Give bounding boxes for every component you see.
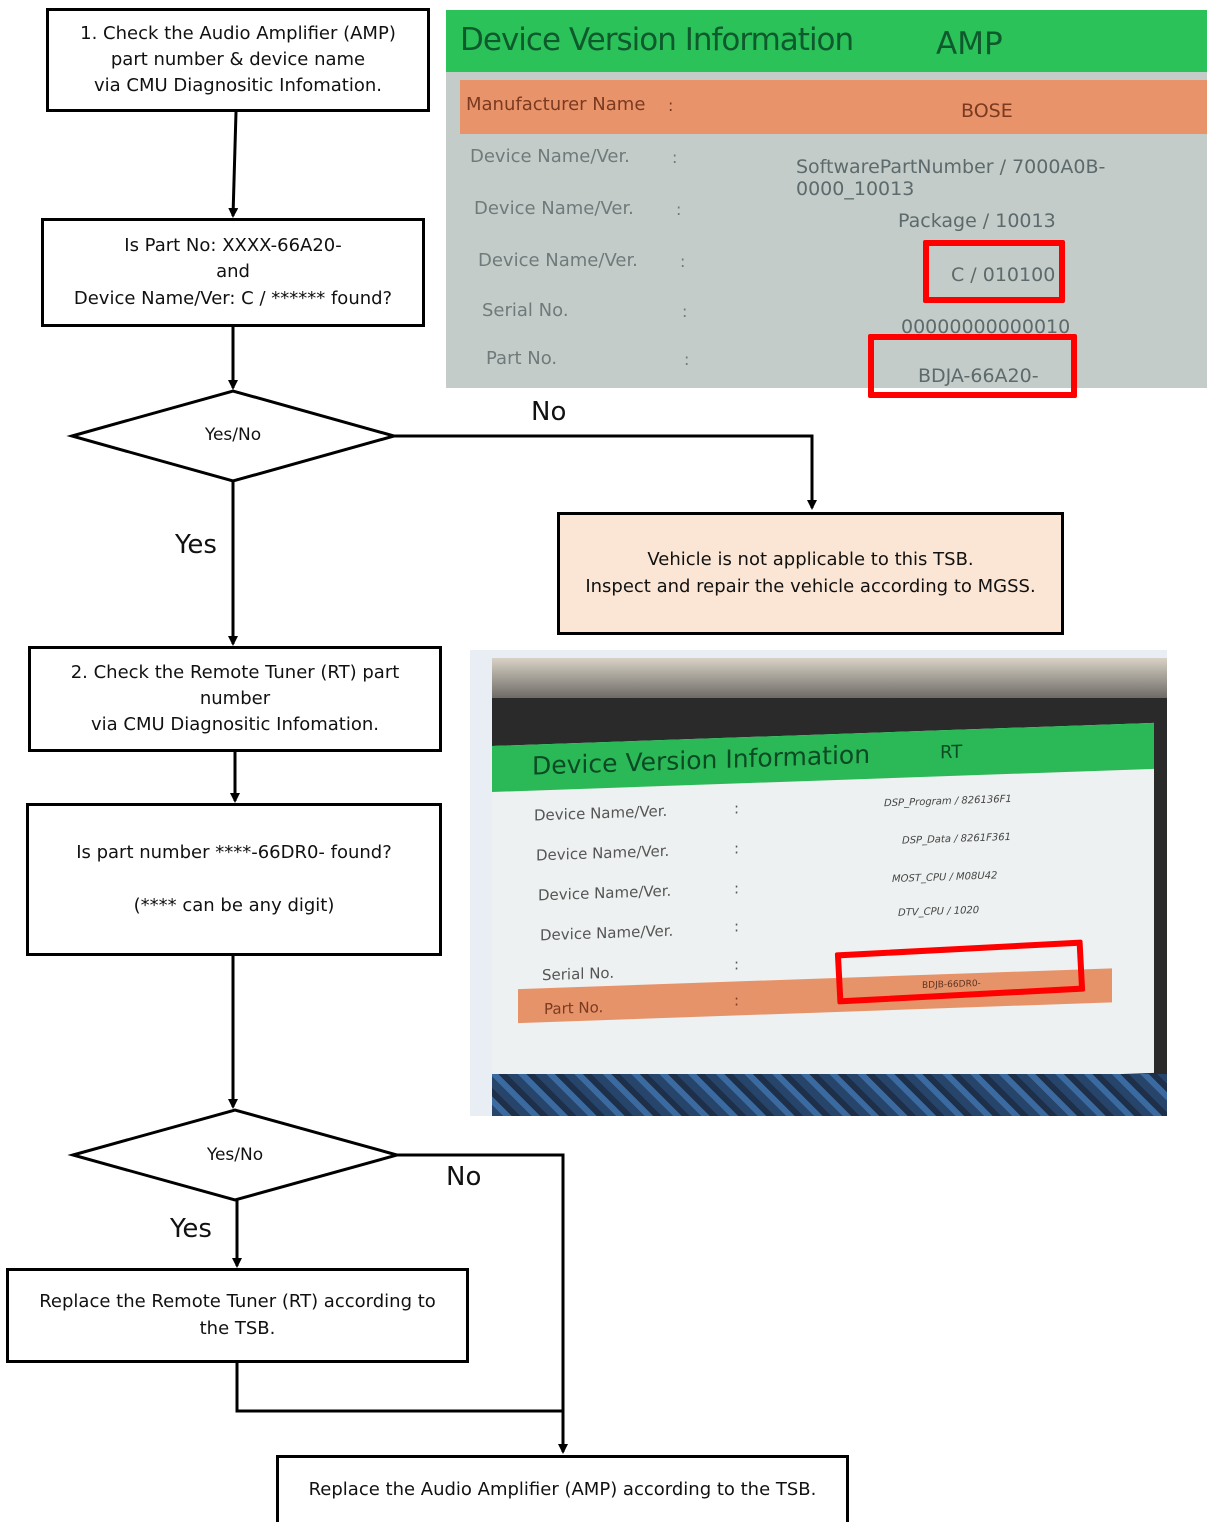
- amp-row-colon-2: :: [672, 148, 678, 167]
- amp-row-label-4: Device Name/Ver.: [478, 250, 638, 271]
- question1-box: Is Part No: XXXX-66A20- and Device Name/…: [41, 218, 425, 327]
- amp-row-value-4: C / 010100: [951, 264, 1056, 286]
- rt-display-top-glare: [492, 658, 1167, 698]
- rt-row-colon-3: :: [734, 879, 740, 898]
- amp-row-label-2: Device Name/Ver.: [470, 146, 630, 167]
- rt-row-colon-5: :: [734, 955, 740, 974]
- amp-row-label-1: Manufacturer Name: [466, 94, 646, 115]
- amp-row-label-3: Device Name/Ver.: [474, 198, 634, 219]
- rt-row-colon-1: :: [734, 799, 740, 818]
- question2-line-1: Is part number ****-66DR0- found?: [76, 842, 392, 864]
- decision2-yes-label: Yes: [170, 1214, 212, 1244]
- question1-line-3: Device Name/Ver: C / ****** found?: [73, 287, 393, 309]
- decision1-no-label: No: [531, 397, 567, 427]
- rt-row-label-5: Serial No.: [542, 963, 615, 985]
- step2-line-2: number: [199, 687, 271, 709]
- decision1-yes-label: Yes: [175, 530, 217, 560]
- rt-row-colon-4: :: [734, 917, 740, 936]
- rt-row-value-2: DSP_Data / 8261F361: [902, 831, 1011, 847]
- amp-row-colon-5: :: [682, 302, 688, 321]
- rt-row-label-2: Device Name/Ver.: [536, 841, 670, 865]
- amp-screen-module: AMP: [936, 26, 1003, 62]
- question1-line-2: and: [216, 261, 250, 283]
- replace-amp-box: Replace the Audio Amplifier (AMP) accord…: [276, 1455, 849, 1522]
- amp-screen-title: Device Version Information: [460, 22, 854, 58]
- rt-screen-title: Device Version Information: [532, 739, 871, 781]
- replace-amp-text: Replace the Audio Amplifier (AMP) accord…: [308, 1478, 817, 1500]
- rt-row-colon-2: :: [734, 839, 740, 858]
- not-applicable-line-1: Vehicle is not applicable to this TSB.: [647, 549, 974, 571]
- rt-row-value-4: DTV_CPU / 1020: [898, 904, 980, 919]
- not-applicable-line-2: Inspect and repair the vehicle according…: [585, 575, 1036, 597]
- rt-row-label-6: Part No.: [544, 998, 604, 1019]
- question2-box: Is part number ****-66DR0- found? (**** …: [26, 803, 442, 956]
- highlight-device-version: [923, 240, 1065, 303]
- step2-line-1: 2. Check the Remote Tuner (RT) part: [70, 661, 400, 683]
- rt-device-info-photo: Device Version Information RT Device Nam…: [470, 650, 1167, 1116]
- amp-row-colon-3: :: [676, 200, 682, 219]
- step1-line-3: via CMU Diagnositic Infomation.: [93, 75, 383, 97]
- not-applicable-box: Vehicle is not applicable to this TSB. I…: [557, 512, 1064, 635]
- step1-line-1: 1. Check the Audio Amplifier (AMP): [80, 22, 396, 44]
- rt-row-label-3: Device Name/Ver.: [538, 881, 672, 905]
- amp-row-colon-6: :: [684, 350, 690, 369]
- amp-row-label-5: Serial No.: [482, 300, 569, 321]
- arrow-step1-to-question1: [228, 111, 239, 218]
- rt-packaging-foam: [492, 1074, 1167, 1116]
- rt-row-label-1: Device Name/Ver.: [534, 801, 668, 825]
- rt-row-value-3: MOST_CPU / M08U42: [892, 870, 998, 886]
- question2-line-2: (**** can be any digit): [133, 894, 335, 916]
- decision2-no-label: No: [446, 1162, 482, 1192]
- amp-manufacturer-row: [460, 80, 1207, 134]
- amp-row-value-3: Package / 10013: [898, 210, 1056, 232]
- highlight-amp-part-no: [868, 334, 1077, 398]
- step1-check-amp-box: 1. Check the Audio Amplifier (AMP) part …: [46, 8, 430, 112]
- step1-line-2: part number & device name: [110, 48, 366, 70]
- amp-row-value-5: 00000000000010: [901, 316, 1071, 338]
- rt-screen-panel: Device Version Information RT Device Nam…: [492, 722, 1154, 1096]
- amp-row-value-1: BOSE: [961, 100, 1013, 122]
- replace-rt-box: Replace the Remote Tuner (RT) according …: [6, 1268, 469, 1363]
- arrow-decision2-no: [397, 1153, 568, 1454]
- arrow-replace-rt-to-final: [235, 1362, 563, 1413]
- rt-row-colon-6: :: [734, 991, 740, 1010]
- decision1-label: Yes/No: [204, 425, 262, 445]
- rt-screen-module: RT: [940, 741, 963, 764]
- amp-row-label-6: Part No.: [486, 348, 558, 369]
- step2-line-3: via CMU Diagnositic Infomation.: [90, 714, 380, 736]
- arrow-decision1-no: [394, 434, 817, 510]
- rt-row-label-4: Device Name/Ver.: [540, 921, 674, 945]
- step2-check-rt-box: 2. Check the Remote Tuner (RT) part numb…: [28, 646, 442, 752]
- rt-row-value-1: DSP_Program / 826136F1: [884, 793, 1012, 810]
- amp-row-colon-4: :: [680, 252, 686, 271]
- question1-line-1: Is Part No: XXXX-66A20-: [124, 235, 342, 257]
- replace-rt-line-1: Replace the Remote Tuner (RT) according …: [39, 1291, 436, 1313]
- amp-row-value-2: SoftwarePartNumber / 7000A0B-0000_10013: [796, 156, 1106, 200]
- amp-screen-header: Device Version Information AMP: [446, 10, 1207, 72]
- decision2-label: Yes/No: [206, 1145, 264, 1165]
- amp-device-info-photo: Device Version Information AMP Manufactu…: [446, 10, 1207, 388]
- amp-row-value-6: BDJA-66A20-: [918, 365, 1039, 387]
- amp-row-colon-1: :: [668, 96, 674, 115]
- replace-rt-line-2: the TSB.: [199, 1317, 276, 1339]
